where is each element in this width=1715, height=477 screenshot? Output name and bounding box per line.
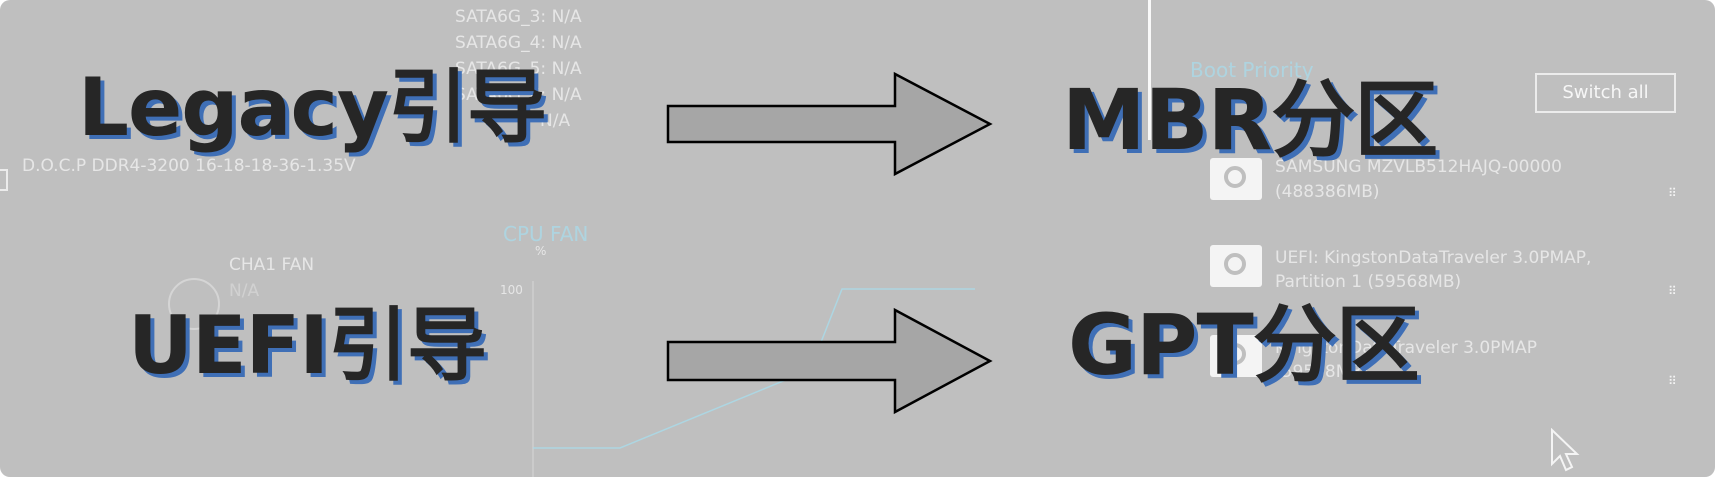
boot-device-name: UEFI: KingstonDataTraveler 3.0PMAP, xyxy=(1275,248,1592,268)
drag-handle-icon[interactable]: ⠿ xyxy=(1668,284,1678,298)
disk-icon xyxy=(1210,158,1262,200)
disk-icon xyxy=(1210,245,1262,287)
sata-port-value: N/A xyxy=(551,7,582,27)
boot-device-size: (59568MB) xyxy=(1275,362,1369,382)
boot-device-size: Partition 1 (59568MB) xyxy=(1275,272,1462,292)
partial-port-value: N/A xyxy=(540,111,571,131)
cpu-fan-title: CPU FAN xyxy=(503,222,589,246)
sata-port-label: SATA6G_6: xyxy=(455,85,547,105)
cha1-fan-value: N/A xyxy=(229,281,260,301)
arrow-legacy-to-mbr xyxy=(666,71,993,177)
switch-all-button[interactable]: Switch all xyxy=(1535,73,1676,113)
sata-port-value: N/A xyxy=(551,85,582,105)
cpu-fan-unit: % xyxy=(535,244,547,258)
cha1-fan-label: CHA1 FAN xyxy=(229,255,315,275)
boot-device-name: KingstonDataTraveler 3.0PMAP xyxy=(1275,338,1537,358)
boot-priority-title: Boot Priority xyxy=(1190,58,1314,82)
docp-profile-text: D.O.C.P DDR4-3200 16-18-18-36-1.35V xyxy=(22,156,356,176)
boot-device-size: (488386MB) xyxy=(1275,182,1380,202)
sata-port-3: SATA6G_3: N/A xyxy=(455,7,582,27)
docp-checkbox[interactable] xyxy=(0,169,8,191)
sata-port-4: SATA6G_4: N/A xyxy=(455,33,582,53)
gpt-partition-label: GPT分区 xyxy=(1068,296,1420,394)
panel-divider xyxy=(1148,0,1151,140)
sata-port-label: SATA6G_3: xyxy=(455,7,547,27)
boot-device-name: SAMSUNG MZVLB512HAJQ-00000 xyxy=(1275,157,1562,177)
sata-port-value: N/A xyxy=(551,59,582,79)
uefi-boot-label: UEFI引导 xyxy=(128,299,487,392)
fan-icon xyxy=(168,278,220,330)
sata-port-5: SATA6G_5: N/A xyxy=(455,59,582,79)
sata-port-value: N/A xyxy=(551,33,582,53)
drag-handle-icon[interactable]: ⠿ xyxy=(1668,374,1678,388)
arrow-uefi-to-gpt xyxy=(666,307,993,415)
mbr-partition-label: MBR分区 xyxy=(1062,71,1438,169)
disk-icon xyxy=(1210,335,1262,377)
sata-port-label: SATA6G_4: xyxy=(455,33,547,53)
mouse-cursor-icon xyxy=(1551,428,1580,472)
legacy-boot-label: Legacy引导 xyxy=(78,61,547,154)
sata-port-6: SATA6G_6: N/A xyxy=(455,85,582,105)
drag-handle-icon[interactable]: ⠿ xyxy=(1668,186,1678,200)
sata-port-label: SATA6G_5: xyxy=(455,59,547,79)
cpu-fan-ymax: 100 xyxy=(500,283,523,297)
